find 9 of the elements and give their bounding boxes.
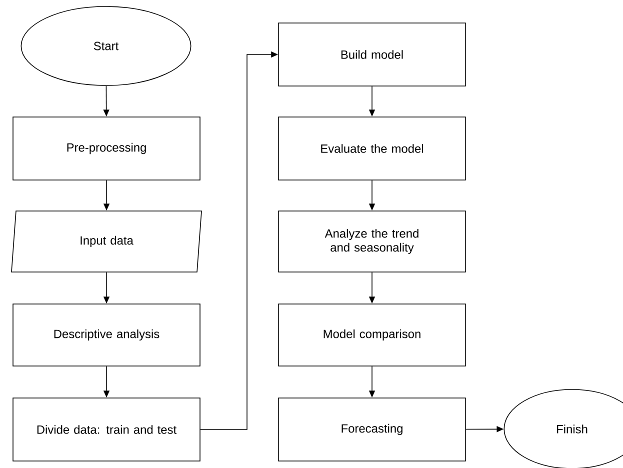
process-box: Pre-processing	[12, 116, 200, 180]
process-box: Evaluate the model	[278, 116, 466, 180]
process-box: Divide data: train and test	[12, 398, 200, 462]
process-box: Forecasting	[278, 398, 466, 462]
process-box: Model comparison	[278, 304, 466, 366]
input-parallelogram: Input data	[11, 210, 202, 272]
process-box: Descriptive analysis	[12, 304, 200, 366]
process-box: Build model	[278, 22, 466, 86]
process-box: Analyze the trend and seasonality	[278, 210, 466, 272]
